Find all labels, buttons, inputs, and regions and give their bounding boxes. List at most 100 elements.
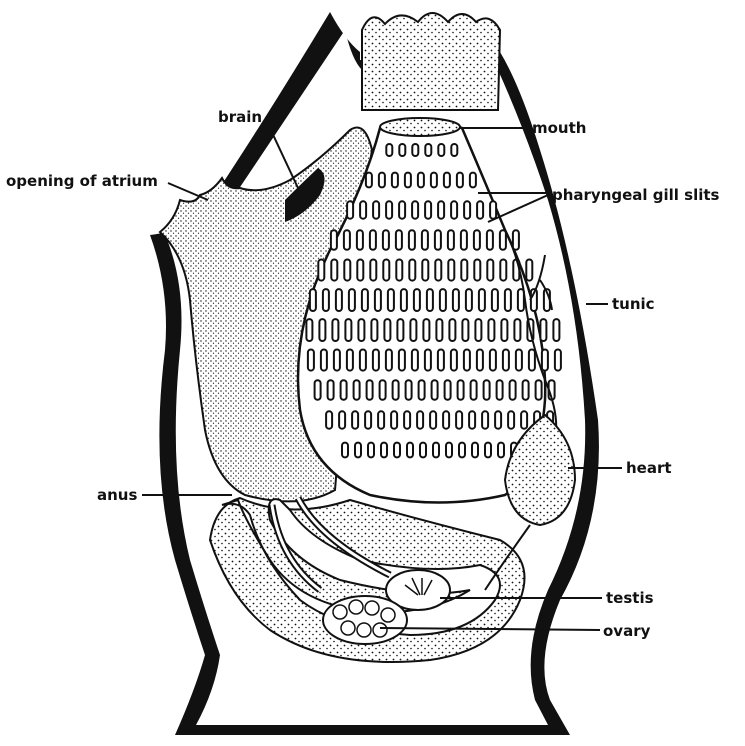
gill-slit [319, 319, 325, 341]
gill-slit [323, 289, 329, 311]
gill-slit [347, 201, 353, 218]
gill-slit [412, 144, 418, 156]
gill-slit [344, 260, 350, 281]
gill-slit [451, 201, 457, 218]
gill-slit [354, 380, 360, 400]
gill-slit [427, 289, 433, 311]
gill-slit [438, 144, 444, 156]
gill-slit [432, 380, 438, 400]
gill-slit [495, 411, 501, 428]
gill-slit [360, 350, 366, 371]
gill-slit [344, 230, 350, 250]
gill-slit [368, 443, 374, 458]
gill-slit [459, 443, 465, 458]
gill-slit [410, 319, 416, 341]
gill-slit [453, 289, 459, 311]
gill-slit [310, 289, 316, 311]
gill-slit [355, 443, 361, 458]
gill-slit [405, 173, 411, 188]
gill-slit [470, 173, 476, 188]
gill-slit [326, 411, 332, 428]
label-tunic: tunic [612, 295, 655, 313]
gill-slit [419, 380, 425, 400]
gill-slit [406, 380, 412, 400]
gill-slit [386, 350, 392, 371]
gill-slit [404, 411, 410, 428]
gill-slit [341, 380, 347, 400]
gill-slit [375, 289, 381, 311]
gill-slit [388, 289, 394, 311]
gill-slit [500, 230, 506, 250]
gill-slit [487, 260, 493, 281]
gill-slit [516, 350, 522, 371]
gill-slit [347, 350, 353, 371]
gill-slit [555, 350, 561, 371]
gill-slit [500, 260, 506, 281]
gill-slit [490, 350, 496, 371]
gill-slit [431, 173, 437, 188]
gill-slit [542, 350, 548, 371]
gill-slit [472, 443, 478, 458]
gill-slit [477, 350, 483, 371]
gill-slit [474, 230, 480, 250]
gill-slit [433, 443, 439, 458]
gill-slit [457, 173, 463, 188]
gill-slit [381, 443, 387, 458]
gill-slit [318, 260, 324, 281]
gill-slit [332, 319, 338, 341]
gill-slit [417, 411, 423, 428]
gill-slit [482, 411, 488, 428]
gill-slit [420, 443, 426, 458]
gill-slit [334, 350, 340, 371]
gill-slit [505, 289, 511, 311]
gill-slit [488, 319, 494, 341]
gill-slit [414, 289, 420, 311]
gill-slit [422, 260, 428, 281]
gill-slit [474, 260, 480, 281]
gill-slit [469, 411, 475, 428]
gill-slit [490, 201, 496, 218]
gill-slit [523, 380, 529, 400]
gill-slit [378, 411, 384, 428]
gill-slit [386, 201, 392, 218]
gill-slit [449, 319, 455, 341]
gill-slit [331, 230, 337, 250]
label-opening-of-atrium: opening of atrium [6, 172, 158, 190]
gill-slit [477, 201, 483, 218]
gill-slit [386, 144, 392, 156]
gill-slit [379, 173, 385, 188]
label-heart: heart [626, 459, 672, 477]
gill-slit [397, 319, 403, 341]
label-pharyngeal-gill-slits: pharyngeal gill slits [552, 186, 720, 204]
gill-slit [401, 289, 407, 311]
gill-slit [553, 319, 559, 341]
gill-slit [345, 319, 351, 341]
gill-slit [456, 411, 462, 428]
gill-slit [331, 260, 337, 281]
gill-slit [357, 230, 363, 250]
gill-slit [425, 144, 431, 156]
gill-slit [513, 230, 519, 250]
gill-slit [352, 411, 358, 428]
gill-slit [396, 230, 402, 250]
gill-slit [443, 411, 449, 428]
gill-slit [362, 289, 368, 311]
gill-slit [409, 230, 415, 250]
gill-slit [373, 350, 379, 371]
gill-slit [399, 201, 405, 218]
gill-slit [349, 289, 355, 311]
oral-siphon [362, 13, 500, 110]
gill-slit [370, 260, 376, 281]
gill-slit [321, 350, 327, 371]
gill-slit [430, 411, 436, 428]
gill-slit [498, 443, 504, 458]
gill-slit [412, 350, 418, 371]
gill-slit [425, 350, 431, 371]
gill-slit [308, 350, 314, 371]
gill-slit [446, 443, 452, 458]
gill-slit [367, 380, 373, 400]
gill-slit [451, 350, 457, 371]
gill-slit [536, 380, 542, 400]
gill-slit [306, 319, 312, 341]
